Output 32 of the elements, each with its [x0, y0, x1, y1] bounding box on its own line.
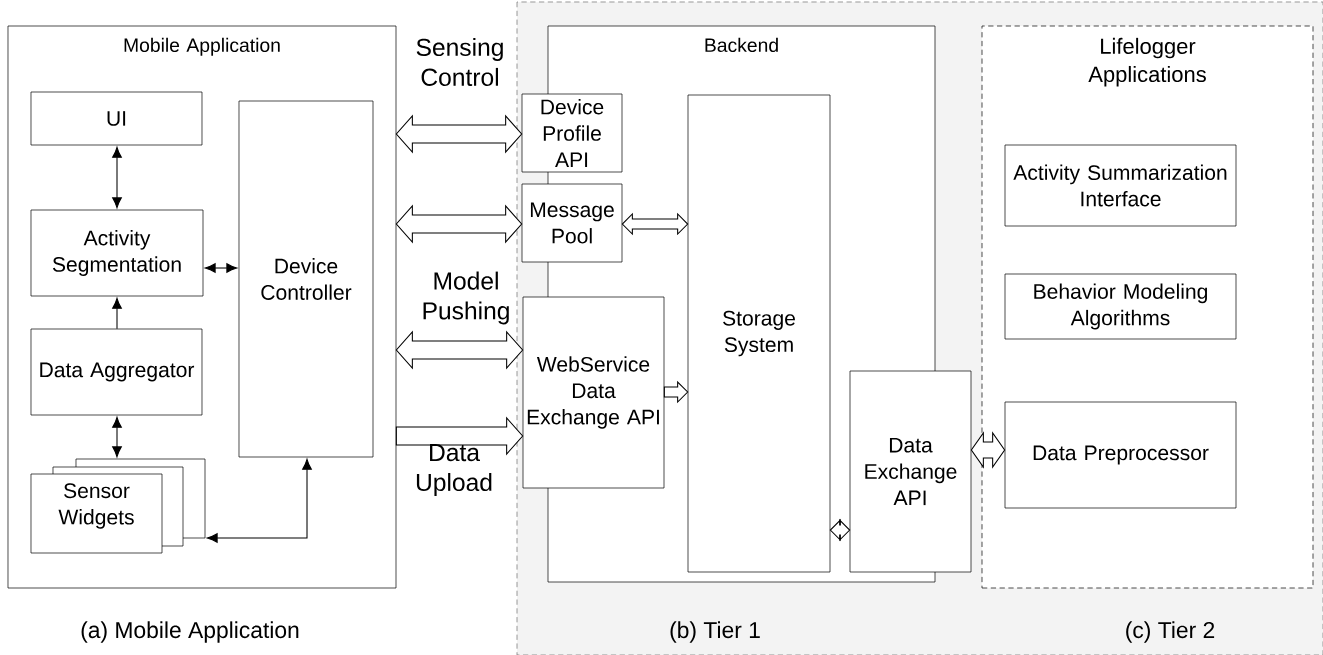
block-arrow [395, 114, 523, 154]
component-box: Device Controller [238, 100, 374, 458]
block-arrow [970, 431, 1006, 469]
block-arrow [395, 204, 523, 244]
arrow [112, 416, 122, 458]
edge-label: Model Pushing [423, 271, 509, 325]
arrow [206, 458, 312, 543]
block-arrow [395, 416, 524, 456]
arrow [204, 263, 238, 273]
component-box: Data Preprocessor [1004, 401, 1237, 509]
block-arrow [395, 330, 524, 370]
caption-text: (c) Tier 2 [1126, 621, 1215, 643]
component-box: Activity Summarization Interface [1004, 144, 1237, 227]
component-box: Device Profile API [521, 93, 623, 173]
block-arrow [829, 518, 851, 542]
edge-label: Data Upload [416, 444, 492, 496]
component-box: Data Exchange API [849, 370, 972, 573]
component-box: Behavior Modeling Algorithms [1004, 273, 1237, 340]
block-arrow [663, 380, 689, 404]
component-box: Data Aggregator [30, 328, 203, 416]
arrow [112, 146, 122, 209]
arrow [112, 297, 122, 330]
stacked-box: Sensor Widgets [30, 458, 206, 554]
component-box: WebService Data Exchange API [522, 296, 665, 489]
block-arrow [621, 212, 689, 236]
component-box: Message Pool [521, 183, 623, 263]
component-box: UI [30, 91, 203, 146]
component-box: Activity Segmentation [30, 209, 204, 297]
component-box: Storage System [687, 94, 831, 573]
caption-text: (a) Mobile Application [81, 621, 299, 643]
caption-text: (b) Tier 1 [670, 621, 760, 643]
edge-label: Sensing Control [416, 38, 503, 86]
